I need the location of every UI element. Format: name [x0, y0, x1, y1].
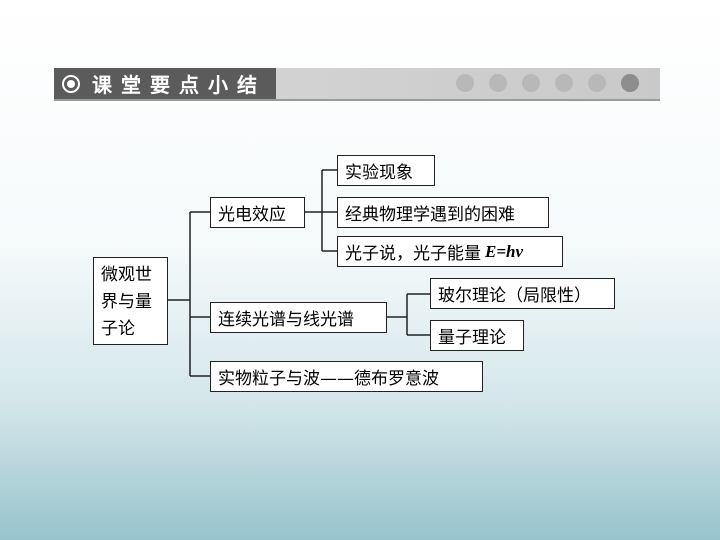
dot: [522, 74, 540, 92]
node-de-broglie-wave: 实物粒子与波——德布罗意波: [210, 361, 483, 392]
node-quantum-theory: 量子理论: [430, 320, 524, 351]
node-bohr-theory: 玻尔理论（局限性）: [430, 278, 615, 309]
dot: [621, 74, 639, 92]
photon-energy-formula: E=hν: [485, 241, 524, 261]
decorative-dots: [456, 74, 639, 92]
root-node: 微观世界与量子论: [93, 257, 168, 345]
node-experimental-phenomena: 实验现象: [337, 155, 435, 186]
dot: [555, 74, 573, 92]
dot: [588, 74, 606, 92]
node-continuous-line-spectrum: 连续光谱与线光谱: [210, 302, 387, 333]
target-icon: [62, 74, 80, 93]
dot: [489, 74, 507, 92]
photon-theory-label: 光子说，光子能量: [345, 244, 481, 264]
node-photon-theory: 光子说，光子能量 E=hν: [337, 236, 563, 267]
page-title: 课堂要点小结: [92, 73, 266, 97]
node-classical-physics-difficulty: 经典物理学遇到的困难: [337, 197, 549, 228]
header-title-box: 课堂要点小结: [54, 68, 276, 99]
node-photoelectric-effect: 光电效应: [210, 197, 305, 228]
dot: [456, 74, 474, 92]
